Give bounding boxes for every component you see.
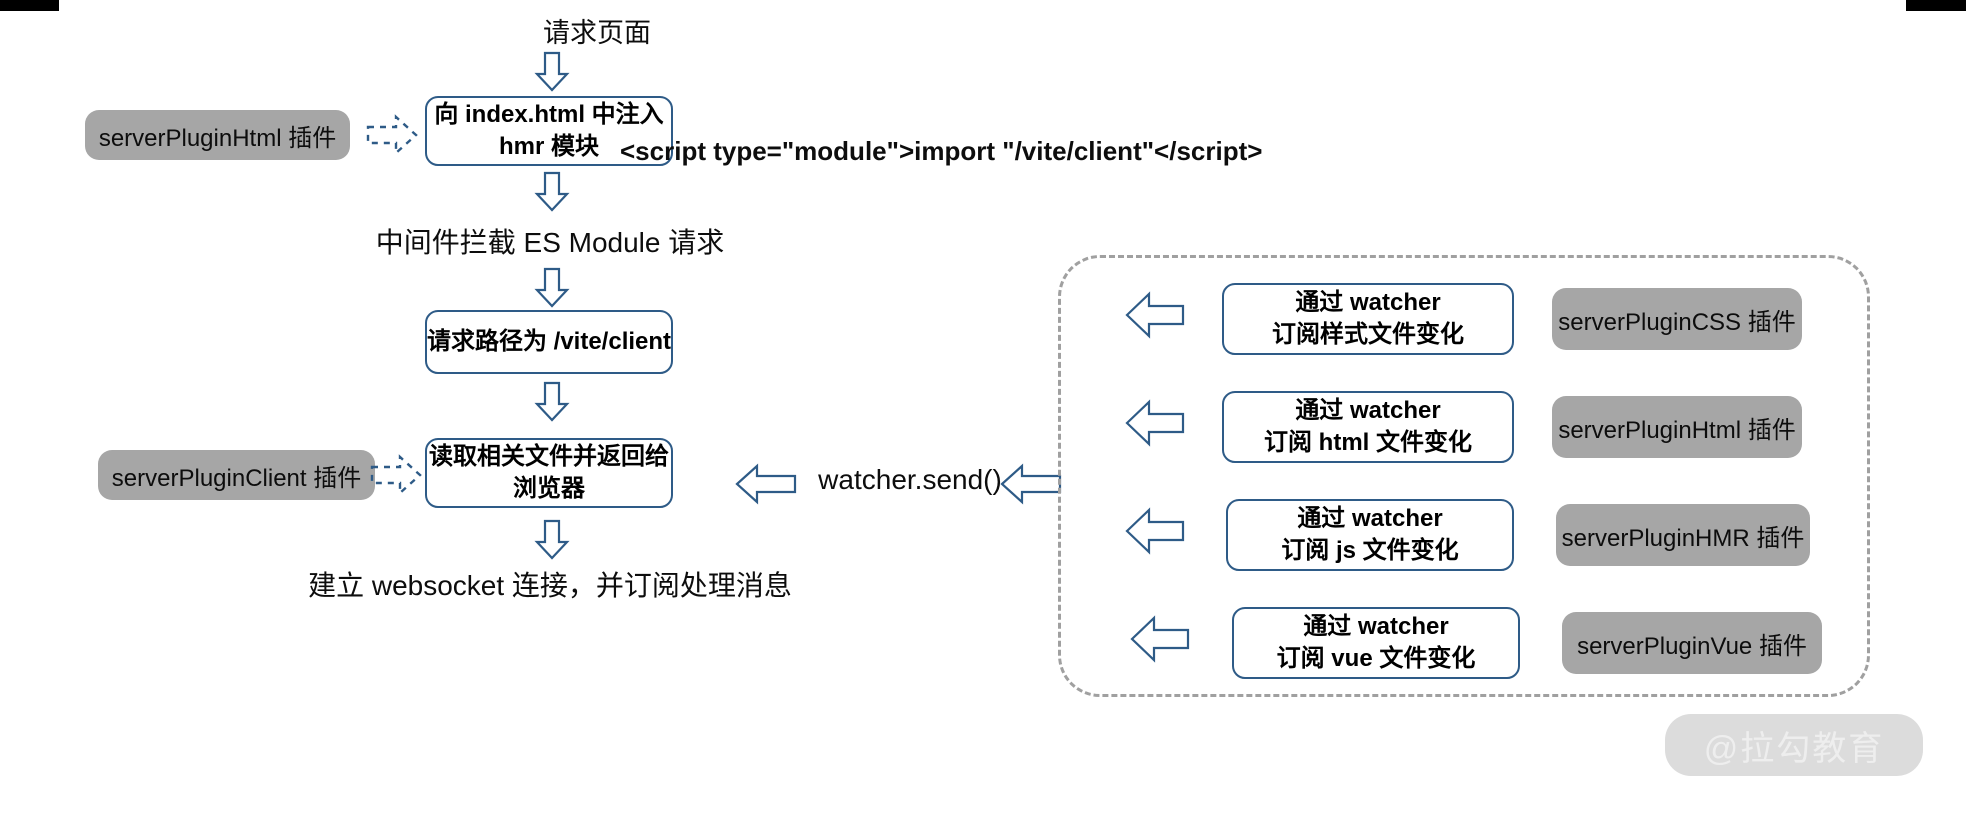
plugin-chip-label: serverPluginHtml 插件 [1558,416,1796,444]
watcher-box-line2: 订阅 html 文件变化 [1264,429,1472,456]
flow-step1-line1: 向 index.html 中注入 [434,101,664,129]
flow-step4-box: 读取相关文件并返回给 浏览器 [425,438,673,508]
plugin-chip-label: serverPluginClient 插件 [111,464,362,492]
code-snippet-label: <script type="module">import "/vite/clie… [620,136,1263,166]
flow-start-label: 请求页面 [543,18,651,48]
down-arrow-2 [534,171,570,212]
watcher-box-line1: 通过 watcher [1297,505,1443,533]
flow-step1-line2: hmr 模块 [498,133,599,160]
left-arrow-row-1 [1125,291,1185,339]
watcher-box-line2: 订阅 js 文件变化 [1281,537,1459,564]
plugin-chip-serverpluginhmr: serverPluginHMR 插件 [1556,504,1810,566]
flow-step4-line1: 读取相关文件并返回给 [429,443,669,471]
watcher-box-line2: 订阅样式文件变化 [1272,321,1464,348]
bridge-label: watcher.send() [818,464,1002,495]
watcher-box-line1: 通过 watcher [1303,613,1449,641]
left-arrow-bridge-outer [735,463,797,505]
watcher-group-container [1058,255,1870,697]
left-arrow-row-3 [1125,507,1185,555]
plugin-chip-label: serverPluginVue 插件 [1577,632,1807,660]
down-arrow-5 [534,519,570,560]
dotted-arrow-html-plugin [366,114,418,156]
watcher-box-row-1: 通过 watcher 订阅样式文件变化 [1222,283,1514,355]
left-arrow-row-4 [1130,615,1190,663]
flow-step1-box: 向 index.html 中注入 hmr 模块 [425,96,673,166]
plugin-chip-serverplugincss: serverPluginCSS 插件 [1552,288,1802,350]
left-arrow-row-2 [1125,399,1185,447]
crop-bar-right [1906,0,1966,11]
watcher-box-row-4: 通过 watcher 订阅 vue 文件变化 [1232,607,1520,679]
down-arrow-1 [534,51,570,92]
watcher-box-row-2: 通过 watcher 订阅 html 文件变化 [1222,391,1514,463]
watcher-box-row-3: 通过 watcher 订阅 js 文件变化 [1226,499,1514,571]
watcher-box-line2: 订阅 vue 文件变化 [1276,645,1476,672]
watcher-box-line1: 通过 watcher [1295,397,1441,425]
watermark-badge: @拉勾教育 [1665,714,1923,776]
flow-step4-line2: 浏览器 [513,475,585,502]
watcher-box-line1: 通过 watcher [1295,289,1441,317]
down-arrow-4 [534,381,570,422]
crop-bar-left [0,0,59,11]
flow-step3-line1: 请求路径为 /vite/client [426,328,672,356]
flow-step5-label: 建立 websocket 连接，并订阅处理消息 [308,570,792,601]
plugin-chip-serverpluginhtml-right: serverPluginHtml 插件 [1552,396,1802,458]
plugin-chip-label: serverPluginHMR 插件 [1561,524,1805,552]
flow-step2-label: 中间件拦截 ES Module 请求 [375,227,725,258]
flow-step3-box: 请求路径为 /vite/client [425,310,673,374]
dotted-arrow-client-plugin [370,454,422,496]
plugin-chip-serverpluginhtml: serverPluginHtml 插件 [85,110,350,160]
plugin-chip-serverpluginvue: serverPluginVue 插件 [1562,612,1822,674]
plugin-chip-label: serverPluginHtml 插件 [98,124,337,152]
plugin-chip-serverpluginclient: serverPluginClient 插件 [98,450,375,500]
down-arrow-3 [534,267,570,308]
watermark-label: @拉勾教育 [1703,729,1885,768]
left-arrow-bridge-inner [1000,463,1062,505]
plugin-chip-label: serverPluginCSS 插件 [1558,308,1796,336]
